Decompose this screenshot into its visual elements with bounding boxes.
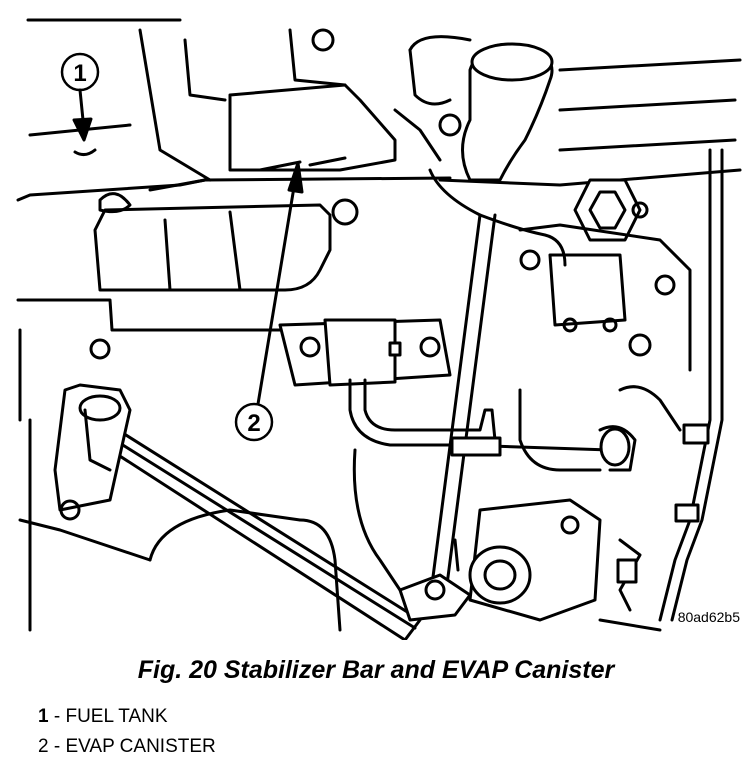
callout-1: 1 (60, 52, 100, 142)
brake-line (598, 148, 724, 622)
legend-item-evap-canister: 2 - EVAP CANISTER (38, 732, 216, 762)
figure-caption: Fig. 20 Stabilizer Bar and EVAP Canister (137, 656, 615, 684)
callout-2-label: 2 (247, 410, 260, 437)
legend-item-fuel-tank: 1 - FUEL TANK (38, 702, 216, 732)
tank-lower-contour (148, 385, 682, 632)
figure-reference-code: 80ad62b5 (677, 609, 740, 625)
evap-canister (183, 28, 462, 226)
callout-2: 2 (234, 161, 304, 442)
legend-separator: - (48, 706, 66, 727)
vapor-lines (348, 168, 612, 602)
legend-label: FUEL TANK (65, 706, 168, 727)
technical-illustration: 1 2 (16, 18, 742, 640)
crossmember-tube (93, 192, 332, 292)
legend: 1 - FUEL TANK 2 - EVAP CANISTER (38, 702, 216, 762)
legend-number: 1 (38, 706, 49, 727)
filler-neck-hose (408, 35, 554, 182)
legend-separator: - (48, 736, 66, 757)
legend-number: 2 (38, 736, 49, 757)
mounting-brackets (518, 178, 692, 372)
legend-label: EVAP CANISTER (65, 736, 216, 757)
chassis-lines (16, 28, 742, 632)
stabilizer-bushing-bracket (89, 318, 452, 387)
callout-1-label: 1 (73, 60, 86, 87)
lower-mount (398, 498, 602, 622)
